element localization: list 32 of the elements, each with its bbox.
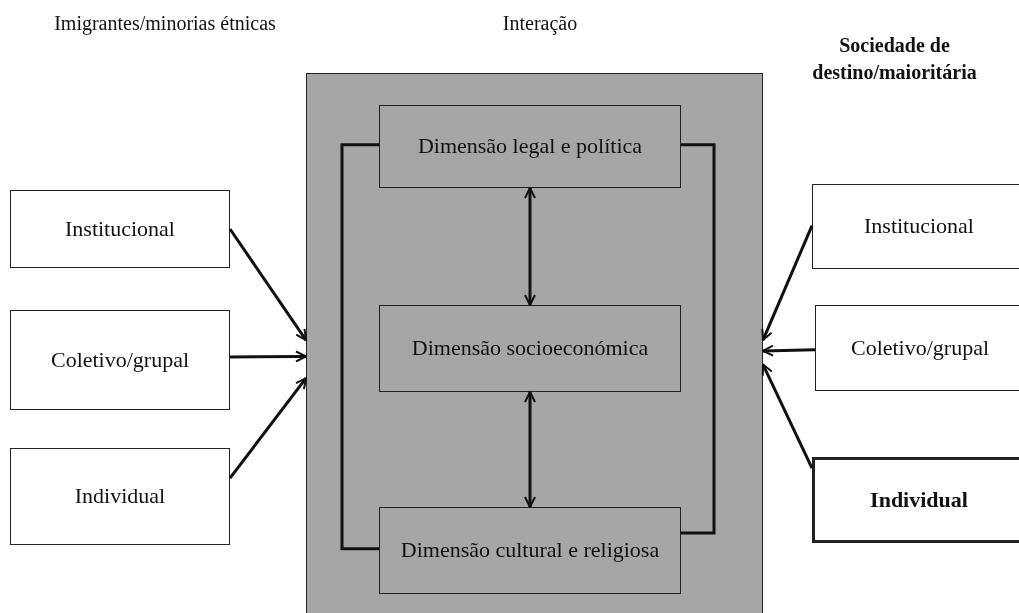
arrow	[524, 391, 536, 508]
group-panel	[306, 73, 763, 613]
node-label: Individual	[870, 485, 968, 514]
node-label: Dimensão legal e política	[417, 132, 643, 161]
process-box	[10, 310, 230, 410]
process-box	[379, 105, 681, 188]
arrow	[762, 344, 816, 357]
bracket-line	[681, 143, 716, 535]
column-heading: Imigrantes/minorias étnicas	[53, 11, 277, 37]
column-heading: Sociedade de destino/maioritária	[811, 33, 978, 85]
node-label: Dimensão socioeconómica	[411, 334, 649, 363]
process-box	[10, 448, 230, 545]
process-box	[379, 507, 681, 594]
process-box	[379, 305, 681, 392]
node-label: Coletivo/grupal	[850, 333, 990, 362]
node-label: Institucional	[65, 214, 175, 243]
arrow	[228, 377, 308, 479]
bracket-line	[340, 143, 379, 551]
process-box	[10, 190, 230, 268]
node-label: Individual	[74, 482, 166, 511]
arrow	[228, 228, 308, 342]
arrow	[761, 225, 814, 342]
node-label: Dimensão cultural e religiosa	[400, 536, 660, 565]
process-box	[812, 457, 1019, 543]
arrow	[230, 350, 307, 363]
process-box	[812, 184, 1019, 269]
arrow	[524, 187, 536, 306]
arrow	[761, 363, 814, 469]
process-box	[815, 305, 1019, 391]
column-heading: Interação	[501, 11, 579, 37]
node-label: Coletivo/grupal	[50, 345, 190, 374]
node-label: Institucional	[864, 212, 974, 241]
